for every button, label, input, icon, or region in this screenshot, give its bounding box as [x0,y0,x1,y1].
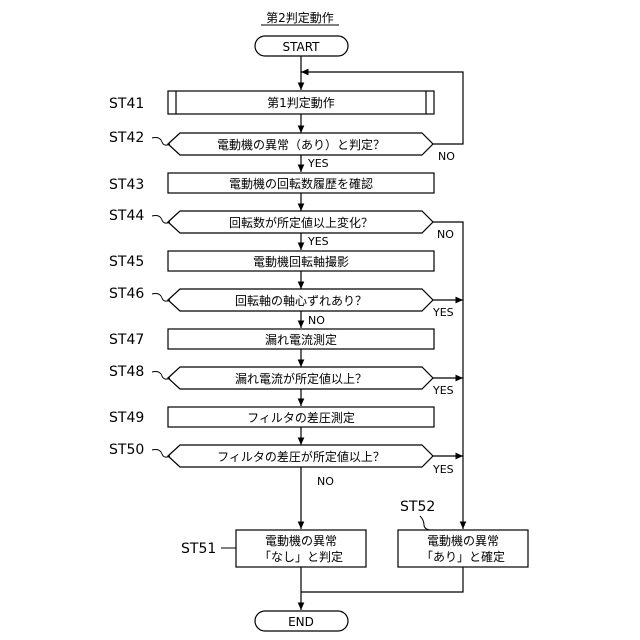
svg-text:フィルタの差圧測定: フィルタの差圧測定 [247,410,355,425]
svg-text:電動機の異常（あり）と判定？: 電動機の異常（あり）と判定？ [217,137,385,152]
end-terminal: END [255,611,348,631]
branch-yes-st44: YES [307,235,329,248]
decision-st42: 電動機の異常（あり）と判定？ [168,133,433,155]
step-st43: 電動機の回転数履歴を確認 [168,173,434,193]
step-st52: 電動機の異常 「あり」と確定 [398,530,528,567]
svg-text:電動機回転軸撮影: 電動機回転軸撮影 [253,254,349,269]
svg-text:第1判定動作: 第1判定動作 [267,95,335,110]
step-label-st49: ST49 [109,410,144,426]
step-label-st42: ST42 [109,130,144,146]
branch-no-st46: NO [308,314,325,327]
decision-st46: 回転軸の軸心ずれあり？ [168,289,433,311]
step-st47: 漏れ電流測定 [168,329,434,349]
svg-text:回転軸の軸心ずれあり？: 回転軸の軸心ずれあり？ [235,294,367,308]
diagram-title: 第2判定動作 [266,10,334,25]
branch-yes-st42: YES [307,157,329,170]
svg-text:漏れ電流測定: 漏れ電流測定 [265,332,337,347]
step-label-st41: ST41 [109,96,144,112]
start-terminal: START [255,36,348,56]
branch-yes-st50: YES [432,463,454,476]
step-label-st50: ST50 [109,442,144,458]
branch-yes-st48: YES [432,384,454,397]
decision-st44: 回転数が所定値以上変化？ [168,211,433,233]
branch-no-st50: NO [317,475,334,488]
svg-text:「あり」と確定: 「あり」と確定 [421,549,505,564]
svg-text:「なし」と判定: 「なし」と判定 [259,549,343,564]
step-st45: 電動機回転軸撮影 [168,251,434,271]
step-label-st47: ST47 [109,332,144,348]
svg-text:電動機の異常: 電動機の異常 [265,533,337,548]
svg-text:電動機の回転数履歴を確認: 電動機の回転数履歴を確認 [229,176,373,191]
decision-st48: 漏れ電流が所定値以上？ [168,367,433,389]
step-st49: フィルタの差圧測定 [168,407,434,427]
svg-text:漏れ電流が所定値以上？: 漏れ電流が所定値以上？ [235,371,367,386]
svg-text:フィルタの差圧が所定値以上？: フィルタの差圧が所定値以上？ [217,449,385,464]
step-st41: 第1判定動作 [168,91,434,114]
branch-yes-st46: YES [432,306,454,319]
branch-no-st42: NO [438,150,455,163]
svg-text:回転数が所定値以上変化？: 回転数が所定値以上変化？ [229,215,373,230]
step-st51: 電動機の異常 「なし」と判定 [236,530,366,567]
svg-text:電動機の異常: 電動機の異常 [427,533,499,548]
decision-st50: フィルタの差圧が所定値以上？ [168,445,433,467]
step-label-st43: ST43 [109,177,144,193]
branch-no-st44: NO [437,228,454,241]
svg-text:START: START [282,40,320,54]
step-label-st44: ST44 [109,208,144,224]
step-label-st45: ST45 [109,254,144,270]
svg-text:END: END [288,615,314,629]
step-label-st51: ST51 [181,541,216,557]
label-leader-st52 [420,516,430,530]
step-label-st52: ST52 [400,499,435,515]
step-label-st46: ST46 [109,286,144,302]
step-label-st48: ST48 [109,364,144,380]
